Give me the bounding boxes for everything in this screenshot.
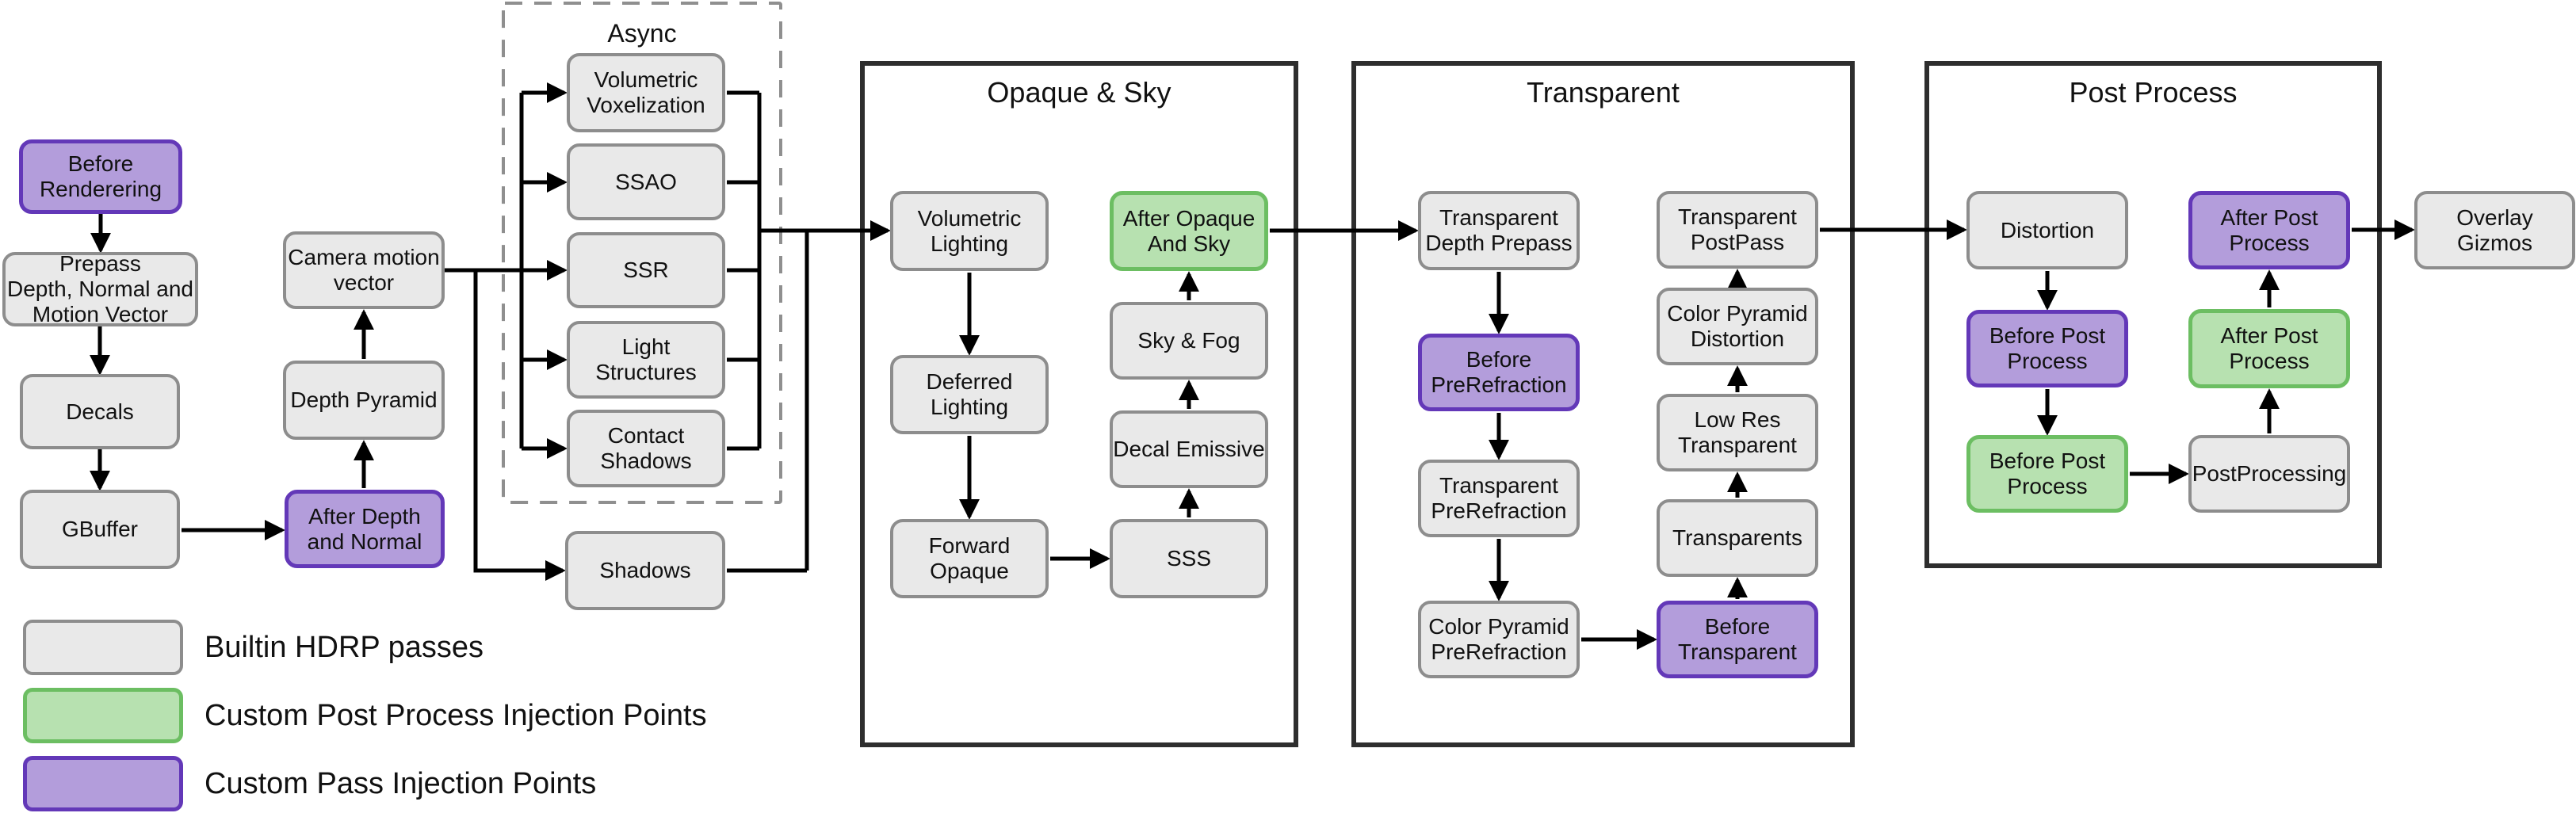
node-transparent-depth-prepass: Transparent Depth Prepass — [1418, 191, 1580, 270]
node-depth-pyramid: Depth Pyramid — [283, 361, 445, 440]
node-volumetric-voxelization: Volumetric Voxelization — [567, 53, 725, 132]
legend-swatch-builtin — [23, 620, 183, 675]
post-process-title: Post Process — [2069, 76, 2238, 109]
node-color-pyramid-prerefraction: Color Pyramid PreRefraction — [1418, 601, 1580, 678]
legend-label-custom-post-process: Custom Post Process Injection Points — [204, 698, 707, 732]
node-after-opaque-and-sky: After Opaque And Sky — [1110, 191, 1268, 271]
node-decal-emissive: Decal Emissive — [1110, 410, 1268, 488]
node-transparent-prerefraction: Transparent PreRefraction — [1418, 460, 1580, 537]
legend-label-custom-pass: Custom Pass Injection Points — [204, 766, 597, 800]
node-before-post-process-pass: Before Post Process — [1966, 310, 2128, 387]
node-ssr: SSR — [567, 232, 725, 308]
node-transparents: Transparents — [1657, 499, 1818, 577]
node-decals: Decals — [20, 374, 180, 449]
node-after-depth-and-normal: After Depth and Normal — [285, 490, 445, 568]
node-light-structures: Light Structures — [567, 321, 725, 399]
node-before-transparent: Before Transparent — [1657, 601, 1818, 678]
node-color-pyramid-distortion: Color Pyramid Distortion — [1657, 288, 1818, 365]
legend-swatch-custom-pass — [23, 756, 183, 811]
connector — [473, 270, 566, 581]
node-before-prerefraction: Before PreRefraction — [1418, 334, 1580, 411]
node-sss: SSS — [1110, 519, 1268, 598]
node-transparent-postpass: Transparent PostPass — [1657, 191, 1818, 269]
node-after-post-process-pass: After Post Process — [2188, 191, 2350, 269]
node-overlay-gizmos: Overlay Gizmos — [2414, 191, 2575, 269]
async-title: Async — [607, 19, 677, 48]
node-shadows: Shadows — [565, 531, 725, 610]
legend-swatch-custom-post-process — [23, 688, 183, 743]
opaque-sky-title: Opaque & Sky — [987, 76, 1171, 109]
node-low-res-transparent: Low Res Transparent — [1657, 394, 1818, 471]
node-after-post-process-pp: After Post Process — [2188, 309, 2350, 388]
opaque-sky-frame: Opaque & Sky — [860, 61, 1298, 747]
node-before-post-process-pp: Before Post Process — [1966, 435, 2128, 513]
node-ssao: SSAO — [567, 143, 725, 220]
node-sky-fog: Sky & Fog — [1110, 302, 1268, 380]
node-forward-opaque: Forward Opaque — [890, 519, 1049, 598]
transparent-title: Transparent — [1527, 76, 1680, 109]
node-gbuffer: GBuffer — [20, 490, 180, 569]
node-contact-shadows: Contact Shadows — [567, 410, 725, 487]
node-camera-motion-vector: Camera motion vector — [283, 231, 445, 309]
node-deferred-lighting: Deferred Lighting — [890, 355, 1049, 434]
node-postprocessing: PostProcessing — [2188, 435, 2350, 513]
async-dashed-frame — [502, 2, 782, 504]
post-process-frame: Post Process — [1924, 61, 2382, 568]
node-volumetric-lighting: Volumetric Lighting — [890, 191, 1049, 271]
transparent-frame: Transparent — [1351, 61, 1855, 747]
node-distortion: Distortion — [1966, 191, 2128, 269]
legend-label-builtin: Builtin HDRP passes — [204, 630, 484, 664]
node-prepass: Prepass Depth, Normal and Motion Vector — [2, 251, 198, 326]
node-before-rendering: Before Renderering — [19, 139, 182, 214]
